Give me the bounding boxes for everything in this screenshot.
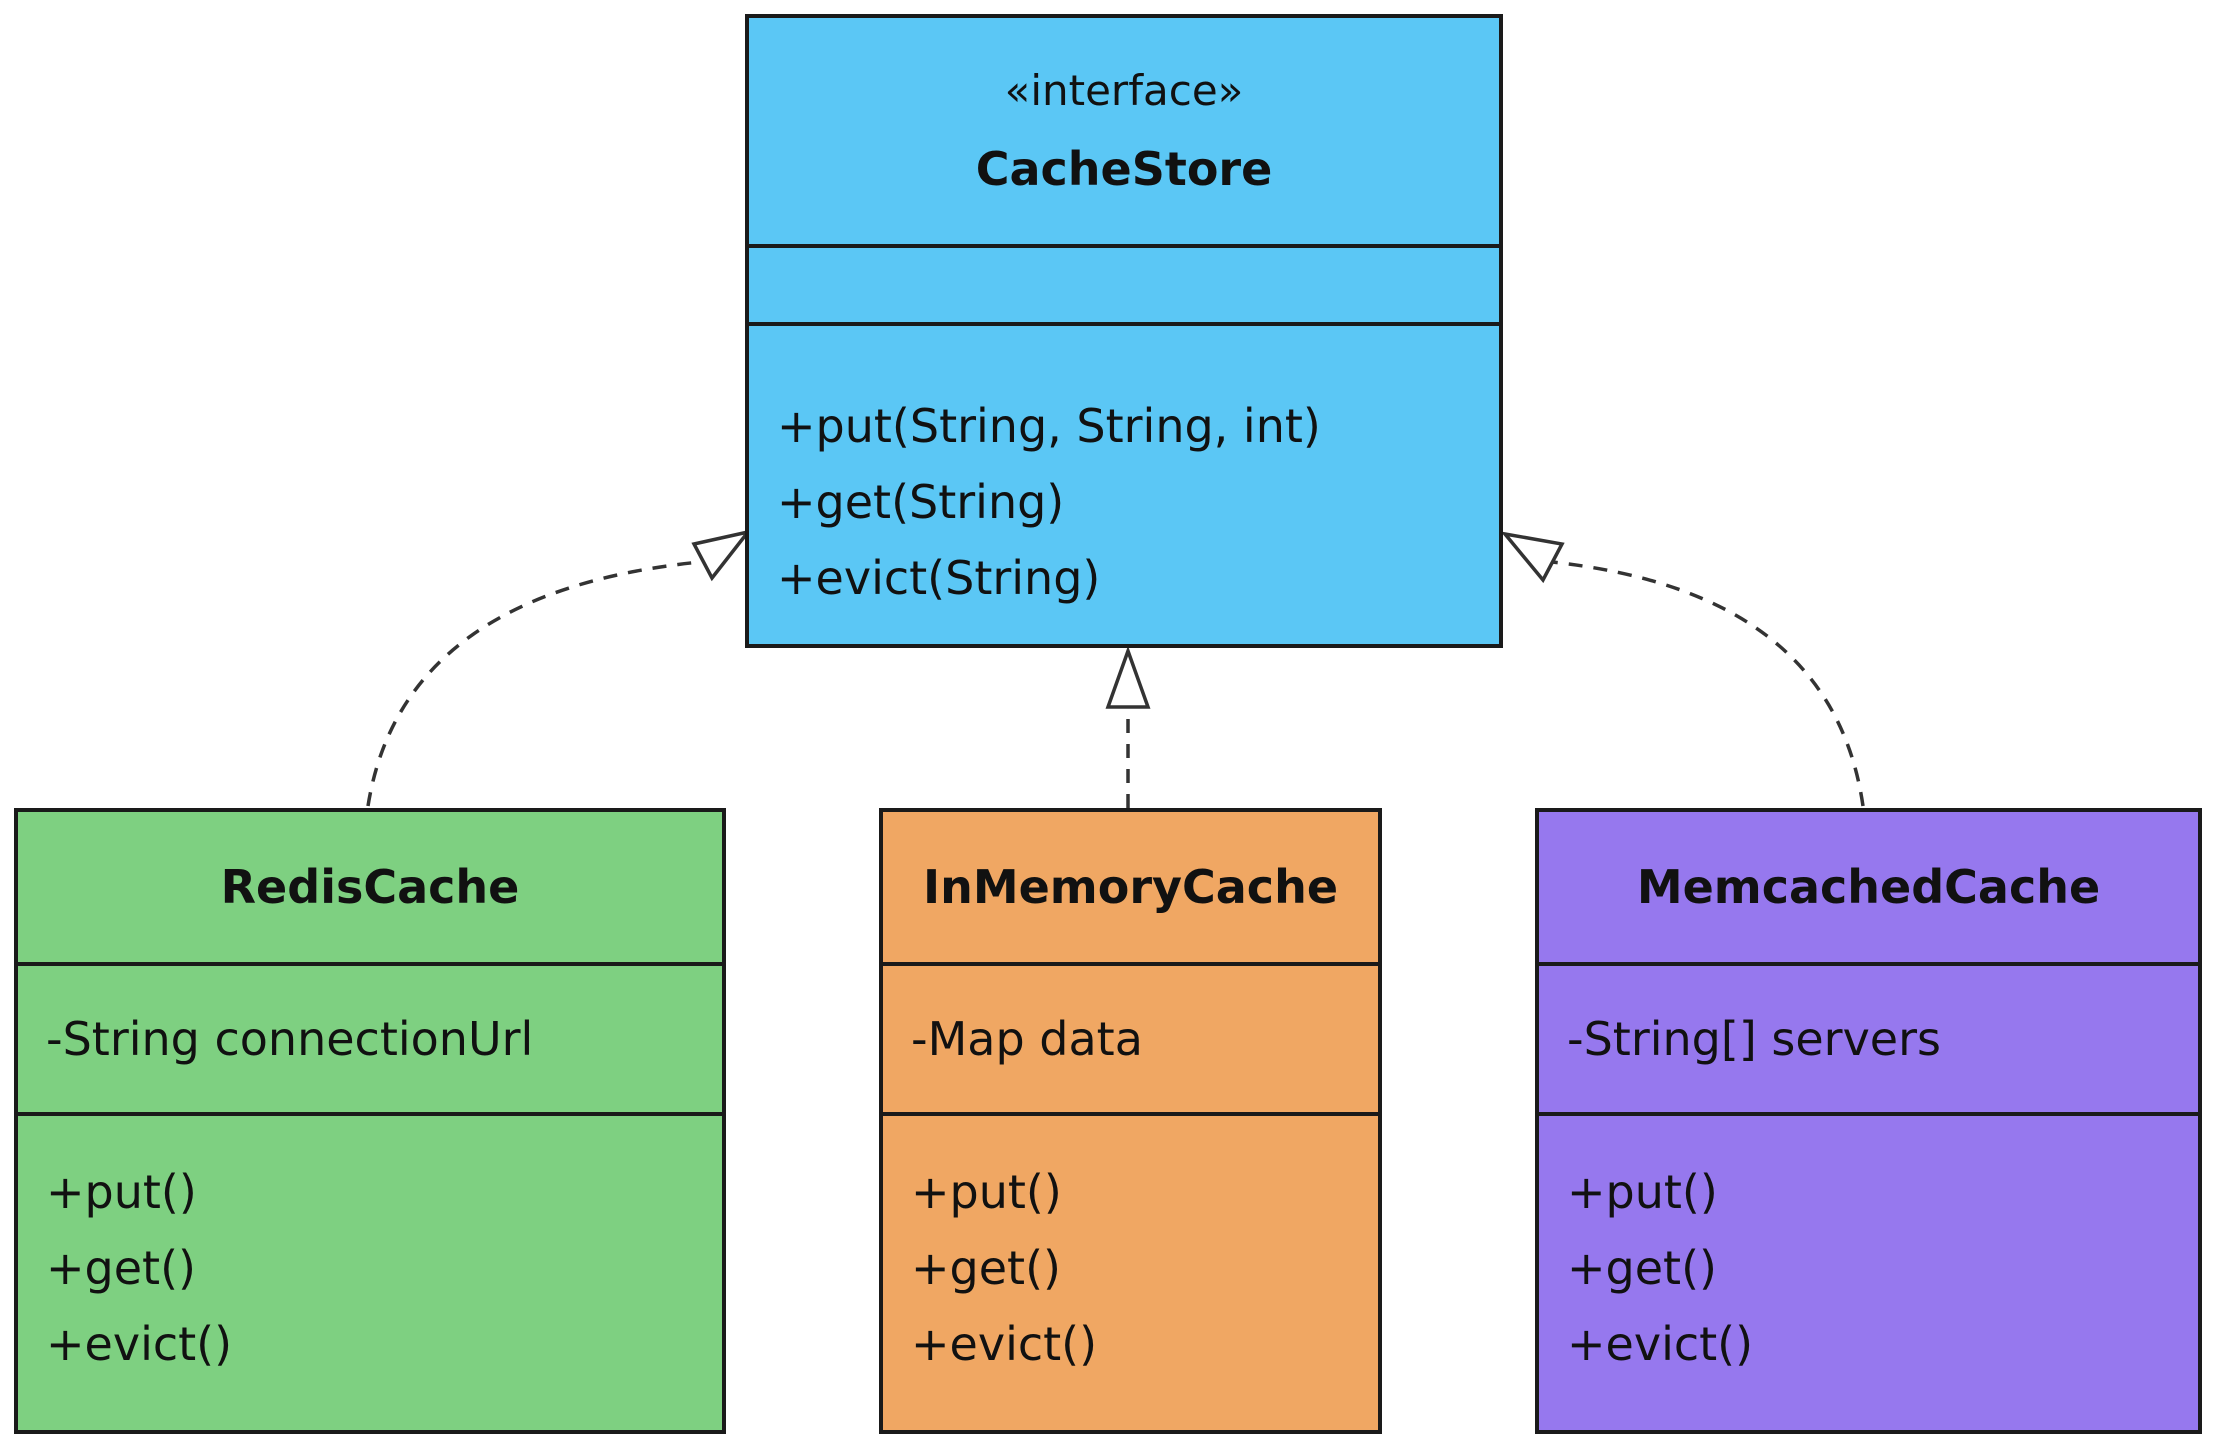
class-box-memcachedcache: MemcachedCache -String[] servers +put() … xyxy=(1535,808,2202,1434)
class-title-section: MemcachedCache xyxy=(1539,812,2198,962)
realization-arrowhead-inmemorycache xyxy=(1105,645,1151,709)
class-name: MemcachedCache xyxy=(1636,860,2101,914)
method-entry: +evict() xyxy=(46,1317,233,1371)
method-entry: +put() xyxy=(911,1165,1062,1219)
methods-section: +put(String, String, int) +get(String) +… xyxy=(749,322,1499,644)
realization-edge-memcachedcache xyxy=(1551,560,1865,807)
class-name: InMemoryCache xyxy=(922,860,1339,914)
class-title-section: InMemoryCache xyxy=(883,812,1378,962)
methods-section: +put() +get() +evict() xyxy=(883,1112,1378,1430)
methods-section: +put() +get() +evict() xyxy=(18,1112,722,1430)
attributes-section: -String[] servers xyxy=(1539,962,2198,1112)
class-title-section: RedisCache xyxy=(18,812,722,962)
method-entry: +evict(String) xyxy=(777,551,1101,605)
class-box-rediscache: RedisCache -String connectionUrl +put() … xyxy=(14,808,726,1434)
method-entry: +evict() xyxy=(911,1317,1098,1371)
attribute-entry: -String[] servers xyxy=(1567,1012,1941,1066)
class-box-inmemorycache: InMemoryCache -Map data +put() +get() +e… xyxy=(879,808,1382,1434)
method-entry: +get(String) xyxy=(777,475,1065,529)
methods-section: +put() +get() +evict() xyxy=(1539,1112,2198,1430)
method-entry: +evict() xyxy=(1567,1317,1754,1371)
method-entry: +put() xyxy=(46,1165,197,1219)
method-entry: +put(String, String, int) xyxy=(777,399,1321,453)
attribute-entry: -String connectionUrl xyxy=(46,1012,534,1066)
interface-stereotype: «interface» xyxy=(1004,66,1244,115)
attributes-section: -String connectionUrl xyxy=(18,962,722,1112)
attributes-section: -Map data xyxy=(883,962,1378,1112)
realization-edge-rediscache xyxy=(366,560,701,807)
realization-arrowhead-memcachedcache xyxy=(1500,531,1565,584)
class-box-cachestore: «interface» CacheStore +put(String, Stri… xyxy=(745,14,1503,648)
method-entry: +get() xyxy=(911,1241,1061,1295)
method-entry: +put() xyxy=(1567,1165,1718,1219)
class-name: RedisCache xyxy=(220,860,520,914)
method-entry: +get() xyxy=(1567,1241,1717,1295)
realization-arrowhead-rediscache xyxy=(691,529,753,582)
attributes-section-empty xyxy=(749,244,1499,322)
class-name: CacheStore xyxy=(975,142,1273,196)
method-entry: +get() xyxy=(46,1241,196,1295)
class-title-section: «interface» CacheStore xyxy=(749,18,1499,244)
attribute-entry: -Map data xyxy=(911,1012,1143,1066)
